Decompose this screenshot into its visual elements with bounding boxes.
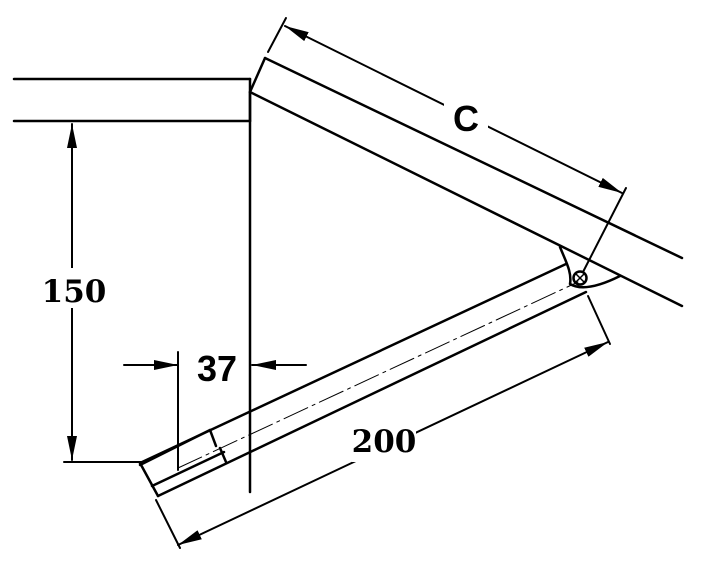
stay-end-cap xyxy=(138,428,228,498)
dimension-150-label: 150 xyxy=(42,274,107,310)
dimension-200-label: 200 xyxy=(352,424,417,460)
lid-hinge-bracket xyxy=(558,245,622,289)
dimension-37-label: 37 xyxy=(197,348,237,389)
dimension-c-label: C xyxy=(453,98,479,139)
lid-flap xyxy=(248,56,684,308)
dimension-200 xyxy=(155,295,611,549)
cabinet-top-panel xyxy=(12,77,252,123)
